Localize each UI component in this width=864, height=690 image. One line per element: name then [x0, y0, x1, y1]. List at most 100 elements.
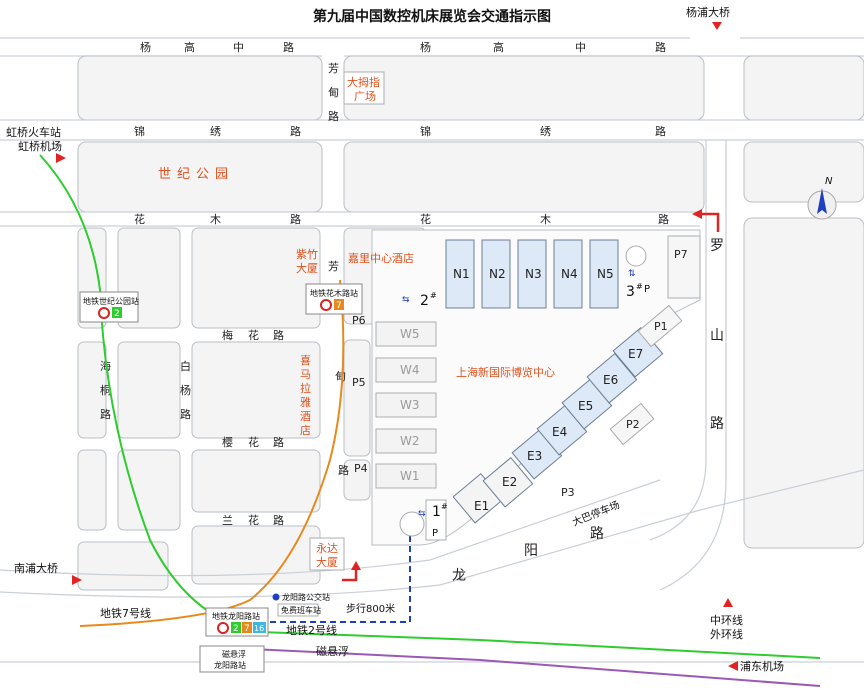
hall-w5-label: W5	[400, 327, 420, 341]
gate-1-parking: P	[432, 528, 438, 539]
line7-label: 地铁7号线	[100, 606, 151, 620]
metro-logo-icon	[217, 622, 229, 634]
line7-badge-text-2: 7	[244, 624, 250, 634]
road-longyang-3: 路	[590, 526, 604, 542]
maglev-station-line2: 龙阳路站	[214, 660, 246, 670]
pudong-airport-label: 浦东机场	[740, 659, 784, 673]
century-park-station-name: 地铁世纪公园站	[83, 296, 139, 306]
gate-3-arrow-icon: ⇅	[628, 269, 636, 279]
gate-1-roundabout	[399, 511, 425, 537]
hall-e2	[482, 457, 534, 508]
hall-n5-label: N5	[597, 267, 614, 281]
parking-p6-label: P6	[352, 314, 366, 327]
expo-halls: N1 N2 N3 N4 N5 W5 W4 W3 W2 W1	[375, 239, 664, 524]
road-huamu-1: 花	[134, 213, 145, 226]
road-huamu-2: 木	[210, 213, 221, 226]
parking-p4-label: P4	[354, 462, 368, 475]
road-jinxiu-2: 绣	[210, 125, 221, 138]
walk-label: 步行800米	[346, 602, 395, 615]
hall-n2	[481, 239, 511, 309]
yongda-line2: 大厦	[316, 555, 338, 569]
road-jinxiu-6: 路	[655, 125, 666, 138]
hall-e6	[586, 353, 638, 404]
road-yanggao-4: 路	[283, 41, 294, 54]
road-luoshan-1: 罗	[710, 238, 724, 254]
gate-3-label: 3	[626, 284, 635, 300]
thumb-plaza-line2: 广场	[354, 89, 376, 103]
hall-e7-label: E7	[628, 347, 643, 361]
road-baiyang-1: 白	[180, 359, 191, 373]
hall-e2-label: E2	[502, 475, 517, 489]
gate-2-label: 2	[420, 293, 429, 309]
map-title: 第九届中国数控机床展览会交通指示图	[313, 8, 551, 25]
road-fangdian-top-1: 芳	[328, 61, 339, 75]
thumb-plaza-line1: 大拇指	[347, 75, 380, 89]
hall-n4	[553, 239, 583, 309]
bus-station-label: 龙阳路公交站	[282, 592, 330, 602]
shuttle-arrow-icon: ⇆	[402, 295, 410, 305]
gate-3-roundabout	[625, 245, 647, 267]
road-longyang-1: 龙	[452, 568, 466, 584]
line2-badge-1	[112, 307, 122, 318]
metro-stations: 地铁世纪公园站 2 地铁花木路站 7 地铁龙阳路站 2 7 16 磁悬浮 龙阳路…	[79, 283, 363, 673]
zizhu-line2: 大厦	[296, 261, 318, 275]
hall-w3-label: W3	[400, 398, 420, 412]
road-jinxiu-4: 锦	[420, 124, 431, 138]
hall-e4-label: E4	[552, 425, 567, 439]
yongda-box	[309, 537, 345, 571]
hall-n4-label: N4	[561, 267, 578, 281]
line2-badge-2	[231, 622, 241, 633]
himalaya-5: 酒	[300, 410, 311, 423]
road-yinghua-3: 路	[273, 436, 284, 449]
metro-logo-icon	[98, 307, 110, 319]
expo-center-label: 上海新国际博览中心	[456, 365, 555, 379]
maglev-station-box	[199, 645, 265, 673]
hall-e3-label: E3	[527, 449, 542, 463]
arrow-right-icon	[56, 153, 66, 163]
road-meihua-2: 花	[248, 329, 259, 342]
road-lanhua-2: 花	[248, 514, 259, 527]
line16-badge	[253, 622, 266, 633]
road-luoshan-2: 山	[710, 328, 724, 344]
road-jinxiu-1: 锦	[134, 124, 145, 138]
compass: N	[807, 176, 837, 220]
hall-n1-label: N1	[453, 267, 470, 281]
himalaya-1: 喜	[300, 354, 311, 367]
himalaya-2: 马	[300, 368, 311, 381]
road-lanhua-1: 兰	[222, 514, 233, 527]
gate-1-label: 1	[432, 504, 441, 520]
metro-logo-icon	[320, 299, 332, 311]
road-haitong-2: 桐	[100, 383, 111, 397]
road-jinxiu-5: 绣	[540, 125, 551, 138]
yangpu-bridge-label: 杨浦大桥	[686, 5, 730, 19]
shuttle-box	[277, 603, 319, 617]
road-huamu-3: 路	[290, 213, 301, 226]
direction-arrows	[56, 22, 738, 671]
outer-ring-label: 外环线	[710, 627, 743, 641]
hall-n3-label: N3	[525, 267, 542, 281]
parking-p2-label: P2	[626, 418, 640, 431]
line7-route	[79, 279, 345, 627]
thumb-plaza-box	[343, 71, 385, 105]
middle-ring-label: 中环线	[710, 613, 743, 627]
arrow-left-icon	[728, 661, 738, 671]
hall-w1	[375, 463, 437, 489]
road-yanggao-8: 路	[655, 41, 666, 54]
gate-3-parking: P	[644, 284, 650, 295]
parking-areas: P7 P1 P2 P3 P4 P5 P6	[352, 235, 701, 499]
arrow-down-icon	[712, 22, 722, 30]
hall-e1-label: E1	[474, 499, 489, 513]
line2-badge-text-1: 2	[114, 309, 120, 319]
hall-e6-label: E6	[603, 373, 618, 387]
road-baiyang-2: 杨	[180, 383, 191, 397]
parking-p7-label: P7	[674, 248, 688, 261]
hongqiao-station-label: 虹桥火车站	[6, 125, 61, 139]
compass-label: N	[825, 176, 833, 187]
hall-w4	[375, 357, 437, 383]
maglev-station-line1: 磁悬浮	[222, 649, 246, 659]
gates: 2 # 3 # P 1 # P ⇆ ⇅ ⇆	[399, 245, 650, 541]
hall-n3	[517, 239, 547, 309]
arrow-up-icon	[723, 598, 733, 607]
line7-badge-text-1: 7	[336, 301, 342, 311]
